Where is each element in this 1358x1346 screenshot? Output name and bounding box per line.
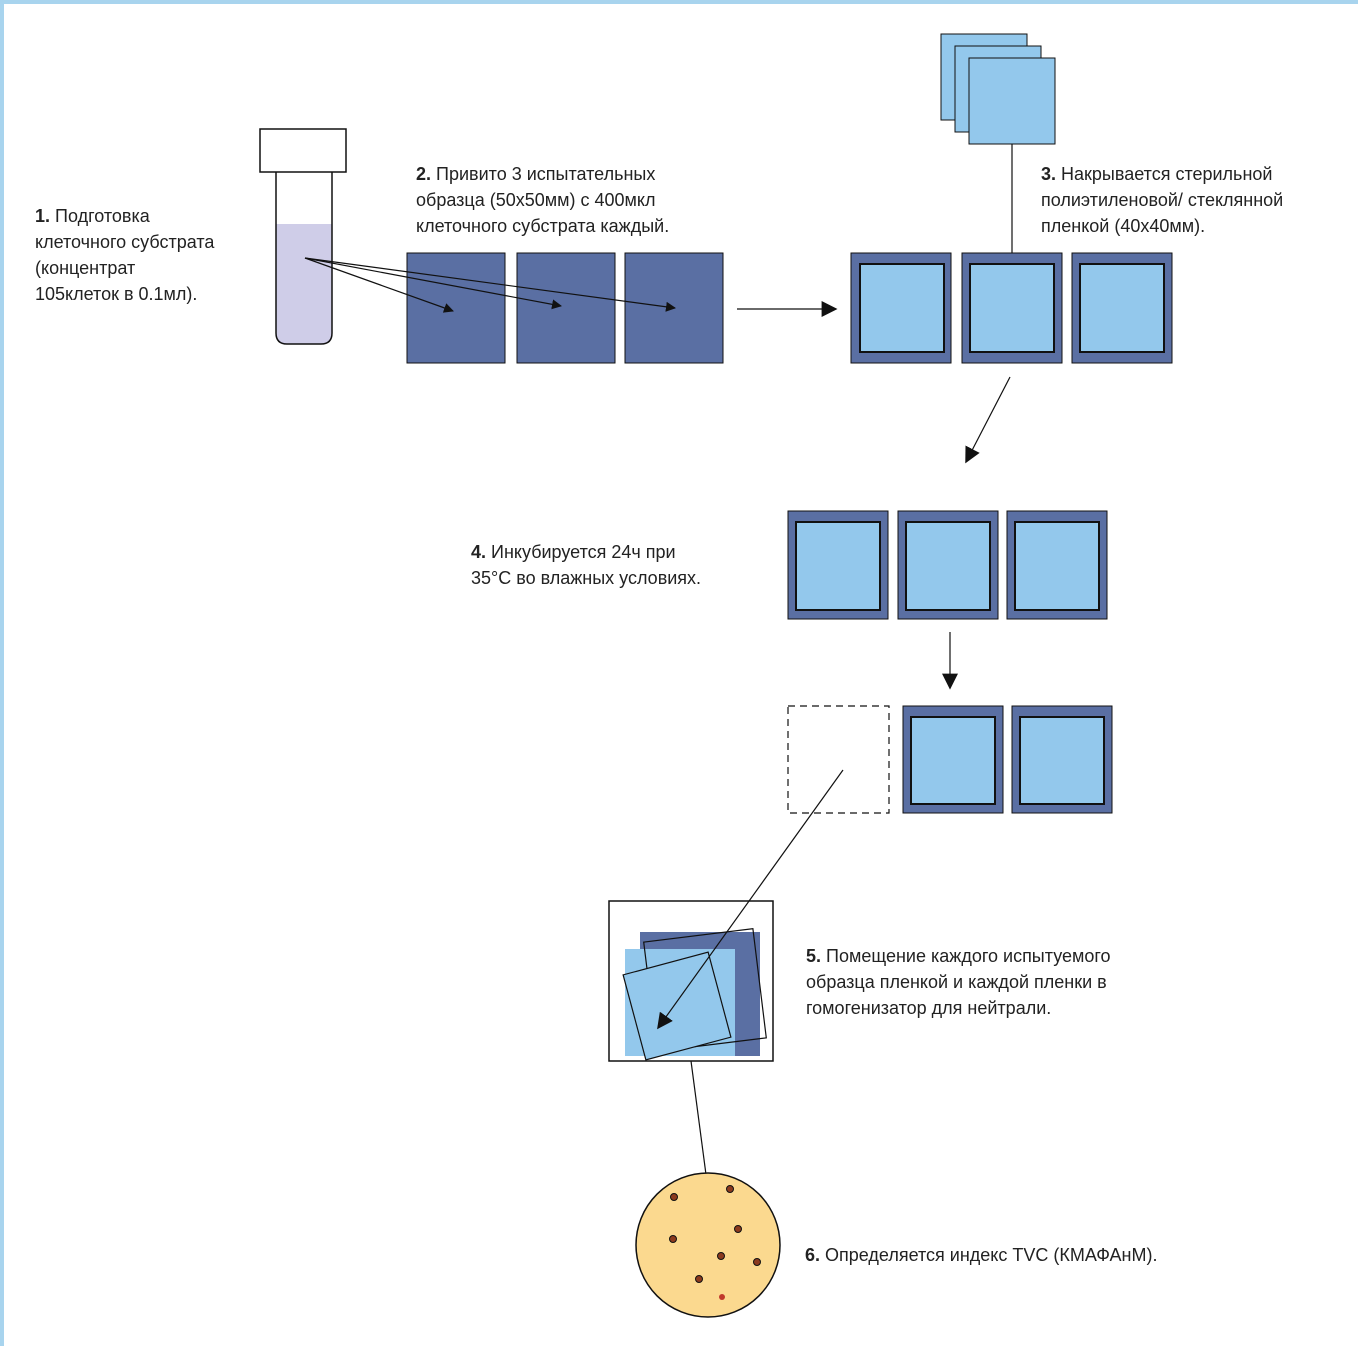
petri-dish-plate [635,1172,781,1318]
step4-incubated-samples [787,510,1108,620]
step2-samples [406,252,724,364]
incubated-sample-2-film [905,521,991,611]
step-3-line-1: Накрывается стерильной [1061,164,1273,184]
homogenizer-film-tilted-front [622,951,732,1061]
arrow-tube-to-sample-1 [304,257,454,313]
step-3-line-3: пленкой (40x40мм). [1041,216,1206,236]
step-3-label: 3. Накрывается стерильной полиэтиленовой… [1041,161,1283,239]
step-4-line-1: Инкубируется 24ч при [491,542,676,562]
tube-cap [259,128,347,173]
colony [695,1275,703,1283]
film-stack [940,33,1056,145]
frame-top-border [0,0,1358,4]
step-1-line-1: Подготовка [55,206,150,226]
step-6-label: 6. Определяется индекс TVC (КМАФАнМ). [805,1242,1157,1268]
sample-square-2 [516,252,616,364]
remaining-sample-2-film [1019,716,1105,805]
tube-body [275,172,333,345]
step-2-line-2: образца (50x50мм) с 400мкл [416,190,656,210]
step-4-line-2: 35°С во влажных условиях. [471,568,702,588]
colony [726,1185,734,1193]
step-4-label: 4. Инкубируется 24ч при 35°С во влажных … [471,539,701,591]
step-5-line-2: образца пленкой и каждой пленки в [806,972,1107,992]
step-1-number: 1. [35,206,51,226]
step-6-number: 6. [805,1245,821,1265]
step-4-number: 4. [471,542,487,562]
colony [719,1294,725,1300]
colony [753,1258,761,1266]
film-stack-sheet-3 [968,57,1056,145]
step-6-line-1: Определяется индекс TVC (КМАФАнМ). [825,1245,1158,1265]
incubated-sample-1-film [795,521,881,611]
step-2-label: 2. Привито 3 испытательных образца (50x5… [416,161,669,239]
covered-sample-1-film [859,263,945,353]
frame-left-border [0,0,4,1346]
step-2-line-3: клеточного субстрата каждый. [416,216,670,236]
step-1-label: 1. Подготовка клеточного субстрата (конц… [35,203,214,307]
test-tube [259,128,347,345]
step-3-number: 3. [1041,164,1057,184]
arrow-to-homogenizer [657,769,844,1030]
removed-sample-placeholder [787,705,890,814]
step-1-line-3: (концентрат [35,258,136,278]
step-1-line-2: клеточного субстрата [35,232,215,252]
colony [717,1252,725,1260]
step-5-label: 5. Помещение каждого испытуемого образца… [806,943,1111,1021]
petri-dish [635,1172,781,1318]
colony [669,1235,677,1243]
tube-liquid [276,224,332,344]
sample-square-1 [406,252,506,364]
colony [670,1193,678,1201]
covered-sample-3-film [1079,263,1165,353]
step-2-number: 2. [416,164,432,184]
arrow-tube-to-sample-3 [304,257,676,312]
covered-sample-2-film [969,263,1055,353]
colony [734,1225,742,1233]
step-3-line-2: полиэтиленовой/ стеклянной [1041,190,1284,210]
removal-row [787,705,1113,814]
step-5-line-1: Помещение каждого испытуемого [826,946,1111,966]
incubated-sample-3-film [1014,521,1100,611]
step3-covered-samples [850,252,1173,364]
inoculation-arrows [304,257,676,313]
remaining-sample-1-film [910,716,996,805]
step-1-line-4: 105клеток в 0.1мл). [35,284,198,304]
step-5-line-3: гомогенизатор для нейтрали. [806,998,1052,1018]
step-5-number: 5. [806,946,822,966]
arrow-step3-to-step4 [965,376,1011,464]
step-2-line-1: Привито 3 испытательных [436,164,656,184]
arrow-tube-to-sample-2 [304,257,562,310]
